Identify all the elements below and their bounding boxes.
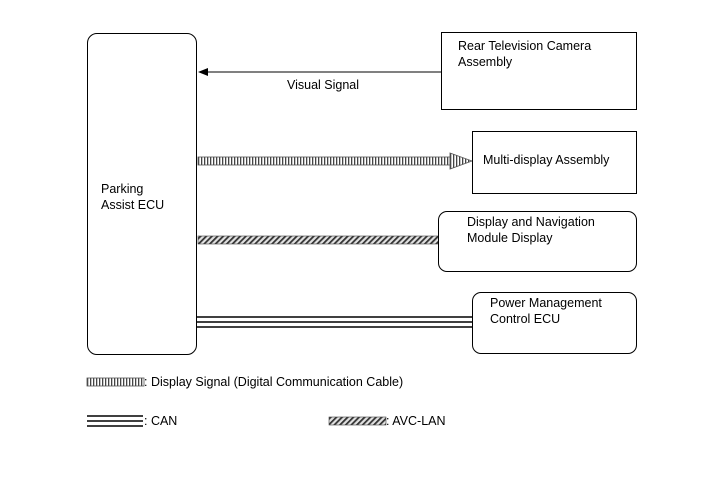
avc-lan-cable [197, 235, 441, 245]
legend-display-swatch [86, 377, 145, 387]
multi-display-box: Multi-display Assembly [472, 131, 637, 194]
nav-display-label: Display and Navigation Module Display [467, 215, 595, 245]
visual-signal-label: Visual Signal [287, 78, 360, 92]
power-ecu-box: Power Management Control ECU [472, 292, 637, 354]
rear-camera-label: Rear Television Camera Assembly [458, 39, 592, 69]
multi-display-label: Multi-display Assembly [483, 153, 610, 167]
nav-display-box: Display and Navigation Module Display [438, 211, 637, 272]
rear-camera-box: Rear Television Camera Assembly [441, 32, 637, 110]
legend-can-swatch [87, 415, 143, 427]
visual-signal-line [198, 68, 441, 76]
legend-avc-lan-label: : AVC-LAN [386, 414, 446, 428]
display-signal-cable [197, 152, 474, 170]
arrowhead-icon [449, 152, 474, 170]
legend-can-label: : CAN [144, 414, 178, 428]
power-ecu-label: Power Management Control ECU [490, 296, 602, 326]
arrowhead-icon [198, 68, 208, 76]
parking-assist-ecu-box: Parking Assist ECU [87, 33, 197, 355]
can-bus [197, 316, 474, 328]
legend-display-signal-label: : Display Signal (Digital Communication … [144, 375, 404, 389]
legend-avc-swatch [328, 416, 387, 426]
parking-assist-ecu-label: Parking Assist ECU [101, 182, 165, 212]
